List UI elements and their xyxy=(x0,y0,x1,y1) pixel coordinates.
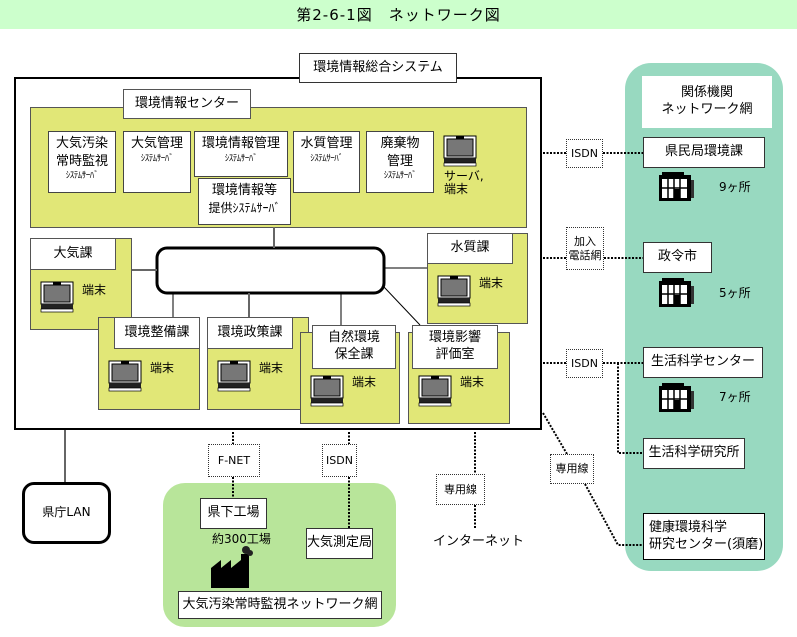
server-name: 大気管理 xyxy=(130,136,183,151)
related-title-line: 関係機関 xyxy=(680,85,733,101)
terminal-label: 端末 xyxy=(82,283,107,297)
node-kenminkyoku: 県民局環境課 xyxy=(643,137,765,168)
server-air-management: 大気管理 ｼｽﾃﾑｻｰﾊﾞ xyxy=(123,131,191,193)
center-terminal-label: サーバ, 端末 xyxy=(444,169,484,197)
laptop-icon xyxy=(217,360,251,392)
connection-label-line: 加入 xyxy=(574,234,596,248)
server-env-info-provision: 環境情報等 提供ｼｽﾃﾑｻｰﾊﾞ xyxy=(198,178,291,225)
dept-label-suishitsu: 水質課 xyxy=(427,233,513,264)
building-icon xyxy=(659,172,694,201)
lan-bus xyxy=(155,246,386,295)
terminal-label: 端末 xyxy=(460,375,485,389)
node-designated-city: 政令市 xyxy=(643,242,712,273)
factory-count: 約300工場 xyxy=(212,532,271,546)
server-name: 環境情報管理 xyxy=(201,136,280,151)
dept-label-line: 環境影響 xyxy=(428,330,481,346)
laptop-icon xyxy=(418,375,452,407)
node-air-measurement-station: 大気測定局 xyxy=(306,528,373,559)
factory-icon xyxy=(211,546,253,588)
server-type: ｼｽﾃﾑｻｰﾊﾞ xyxy=(310,153,343,164)
node-count: 7ヶ所 xyxy=(719,390,751,404)
terminal-label: 端末 xyxy=(259,361,284,375)
internet-label: インターネット xyxy=(433,534,525,549)
prefectural-office-lan: 県庁LAN xyxy=(22,482,111,544)
building-icon xyxy=(659,278,694,307)
laptop-icon xyxy=(437,275,471,307)
node-label-line: 研究センター(須磨) xyxy=(649,536,764,552)
dept-label-seisaku: 環境政策課 xyxy=(207,317,293,349)
server-env-info-management: 環境情報管理 ｼｽﾃﾑｻｰﾊﾞ xyxy=(194,131,288,177)
dotted-to-seikatsu-lab xyxy=(617,363,643,454)
terminal-label: サーバ, xyxy=(444,169,484,183)
server-type: ｼｽﾃﾑｻｰﾊﾞ xyxy=(65,171,99,182)
dept-label-line: 自然環境 xyxy=(327,330,380,346)
connection-isdn-mid: ISDN xyxy=(566,349,603,378)
connection-isdn-bottom: ISDN xyxy=(322,444,357,477)
figure-title: 第2-6-1図 ネットワーク図 xyxy=(296,6,501,24)
title-bar xyxy=(0,0,797,29)
dept-label-line: 評価室 xyxy=(435,347,475,362)
server-type: ｼｽﾃﾑｻｰﾊﾞ xyxy=(140,153,174,164)
related-agencies-title: 関係機関 ネットワーク網 xyxy=(642,76,772,128)
server-water-quality-management: 水質管理 ｼｽﾃﾑｻｰﾊﾞ xyxy=(293,131,360,193)
dept-label-seibi: 環境整備課 xyxy=(114,317,200,349)
node-prefecture-factories: 県下工場 xyxy=(200,498,267,529)
info-center-label: 環境情報センター xyxy=(123,89,251,119)
laptop-icon xyxy=(108,360,142,392)
dotted-senyo-right-lower xyxy=(584,483,643,546)
connection-dedicated-line-right: 専用線 xyxy=(550,454,594,484)
laptop-icon xyxy=(310,375,344,407)
laptop-icon xyxy=(443,135,477,167)
related-title-line: ネットワーク網 xyxy=(661,102,753,117)
node-label-line: 健康環境科学 xyxy=(649,519,728,535)
node-count: 5ヶ所 xyxy=(719,286,751,300)
node-health-env-science-center: 健康環境科学 研究センター(須磨) xyxy=(643,513,765,560)
dept-label-eikyo: 環境影響 評価室 xyxy=(412,325,498,369)
server-air-pollution-monitoring: 大気汚染 常時監視 ｼｽﾃﾑｻｰﾊﾞ xyxy=(48,131,116,193)
server-name: 廃棄物 xyxy=(380,136,420,151)
dept-label-shizen: 自然環境 保全課 xyxy=(312,325,396,369)
system-label: 環境情報総合システム xyxy=(299,53,457,83)
building-icon xyxy=(659,383,694,412)
server-type: ｼｽﾃﾑｻｰﾊﾞ xyxy=(383,171,417,182)
node-life-science-center: 生活科学センター xyxy=(643,347,763,378)
server-type: ｼｽﾃﾑｻｰﾊﾞ xyxy=(224,153,258,164)
connection-label-line: 電話網 xyxy=(568,248,602,262)
air-monitoring-network-label: 大気汚染常時監視ネットワーク網 xyxy=(178,591,382,619)
server-name: 大気汚染 xyxy=(55,136,108,151)
connection-fnet: F-NET xyxy=(208,444,260,477)
dotted-senyo-right-upper xyxy=(542,412,568,455)
terminal-label: 端末 xyxy=(479,276,504,290)
server-name: 管理 xyxy=(386,153,413,169)
connection-subscriber-phone: 加入 電話網 xyxy=(566,227,604,270)
terminal-label: 端末 xyxy=(150,361,175,375)
dept-label-taiki: 大気課 xyxy=(30,238,116,270)
server-name: 環境情報等 xyxy=(211,183,277,198)
server-waste-management: 廃棄物 管理 ｼｽﾃﾑｻｰﾊﾞ xyxy=(366,131,434,193)
terminal-label: 端末 xyxy=(352,375,377,389)
connection-isdn-top: ISDN xyxy=(566,139,603,168)
node-life-science-lab: 生活科学研究所 xyxy=(643,438,745,469)
line-lan-to-eikyo xyxy=(383,286,421,326)
server-name: 常時監視 xyxy=(55,153,108,169)
dept-label-line: 保全課 xyxy=(334,347,374,362)
node-count: 9ヶ所 xyxy=(719,180,751,194)
server-name: 提供ｼｽﾃﾑｻｰﾊﾞ xyxy=(208,200,281,215)
server-name: 水質管理 xyxy=(300,136,353,151)
laptop-icon xyxy=(40,281,74,313)
connection-dedicated-line-bottom: 専用線 xyxy=(436,474,485,505)
terminal-label: 端末 xyxy=(444,182,469,197)
